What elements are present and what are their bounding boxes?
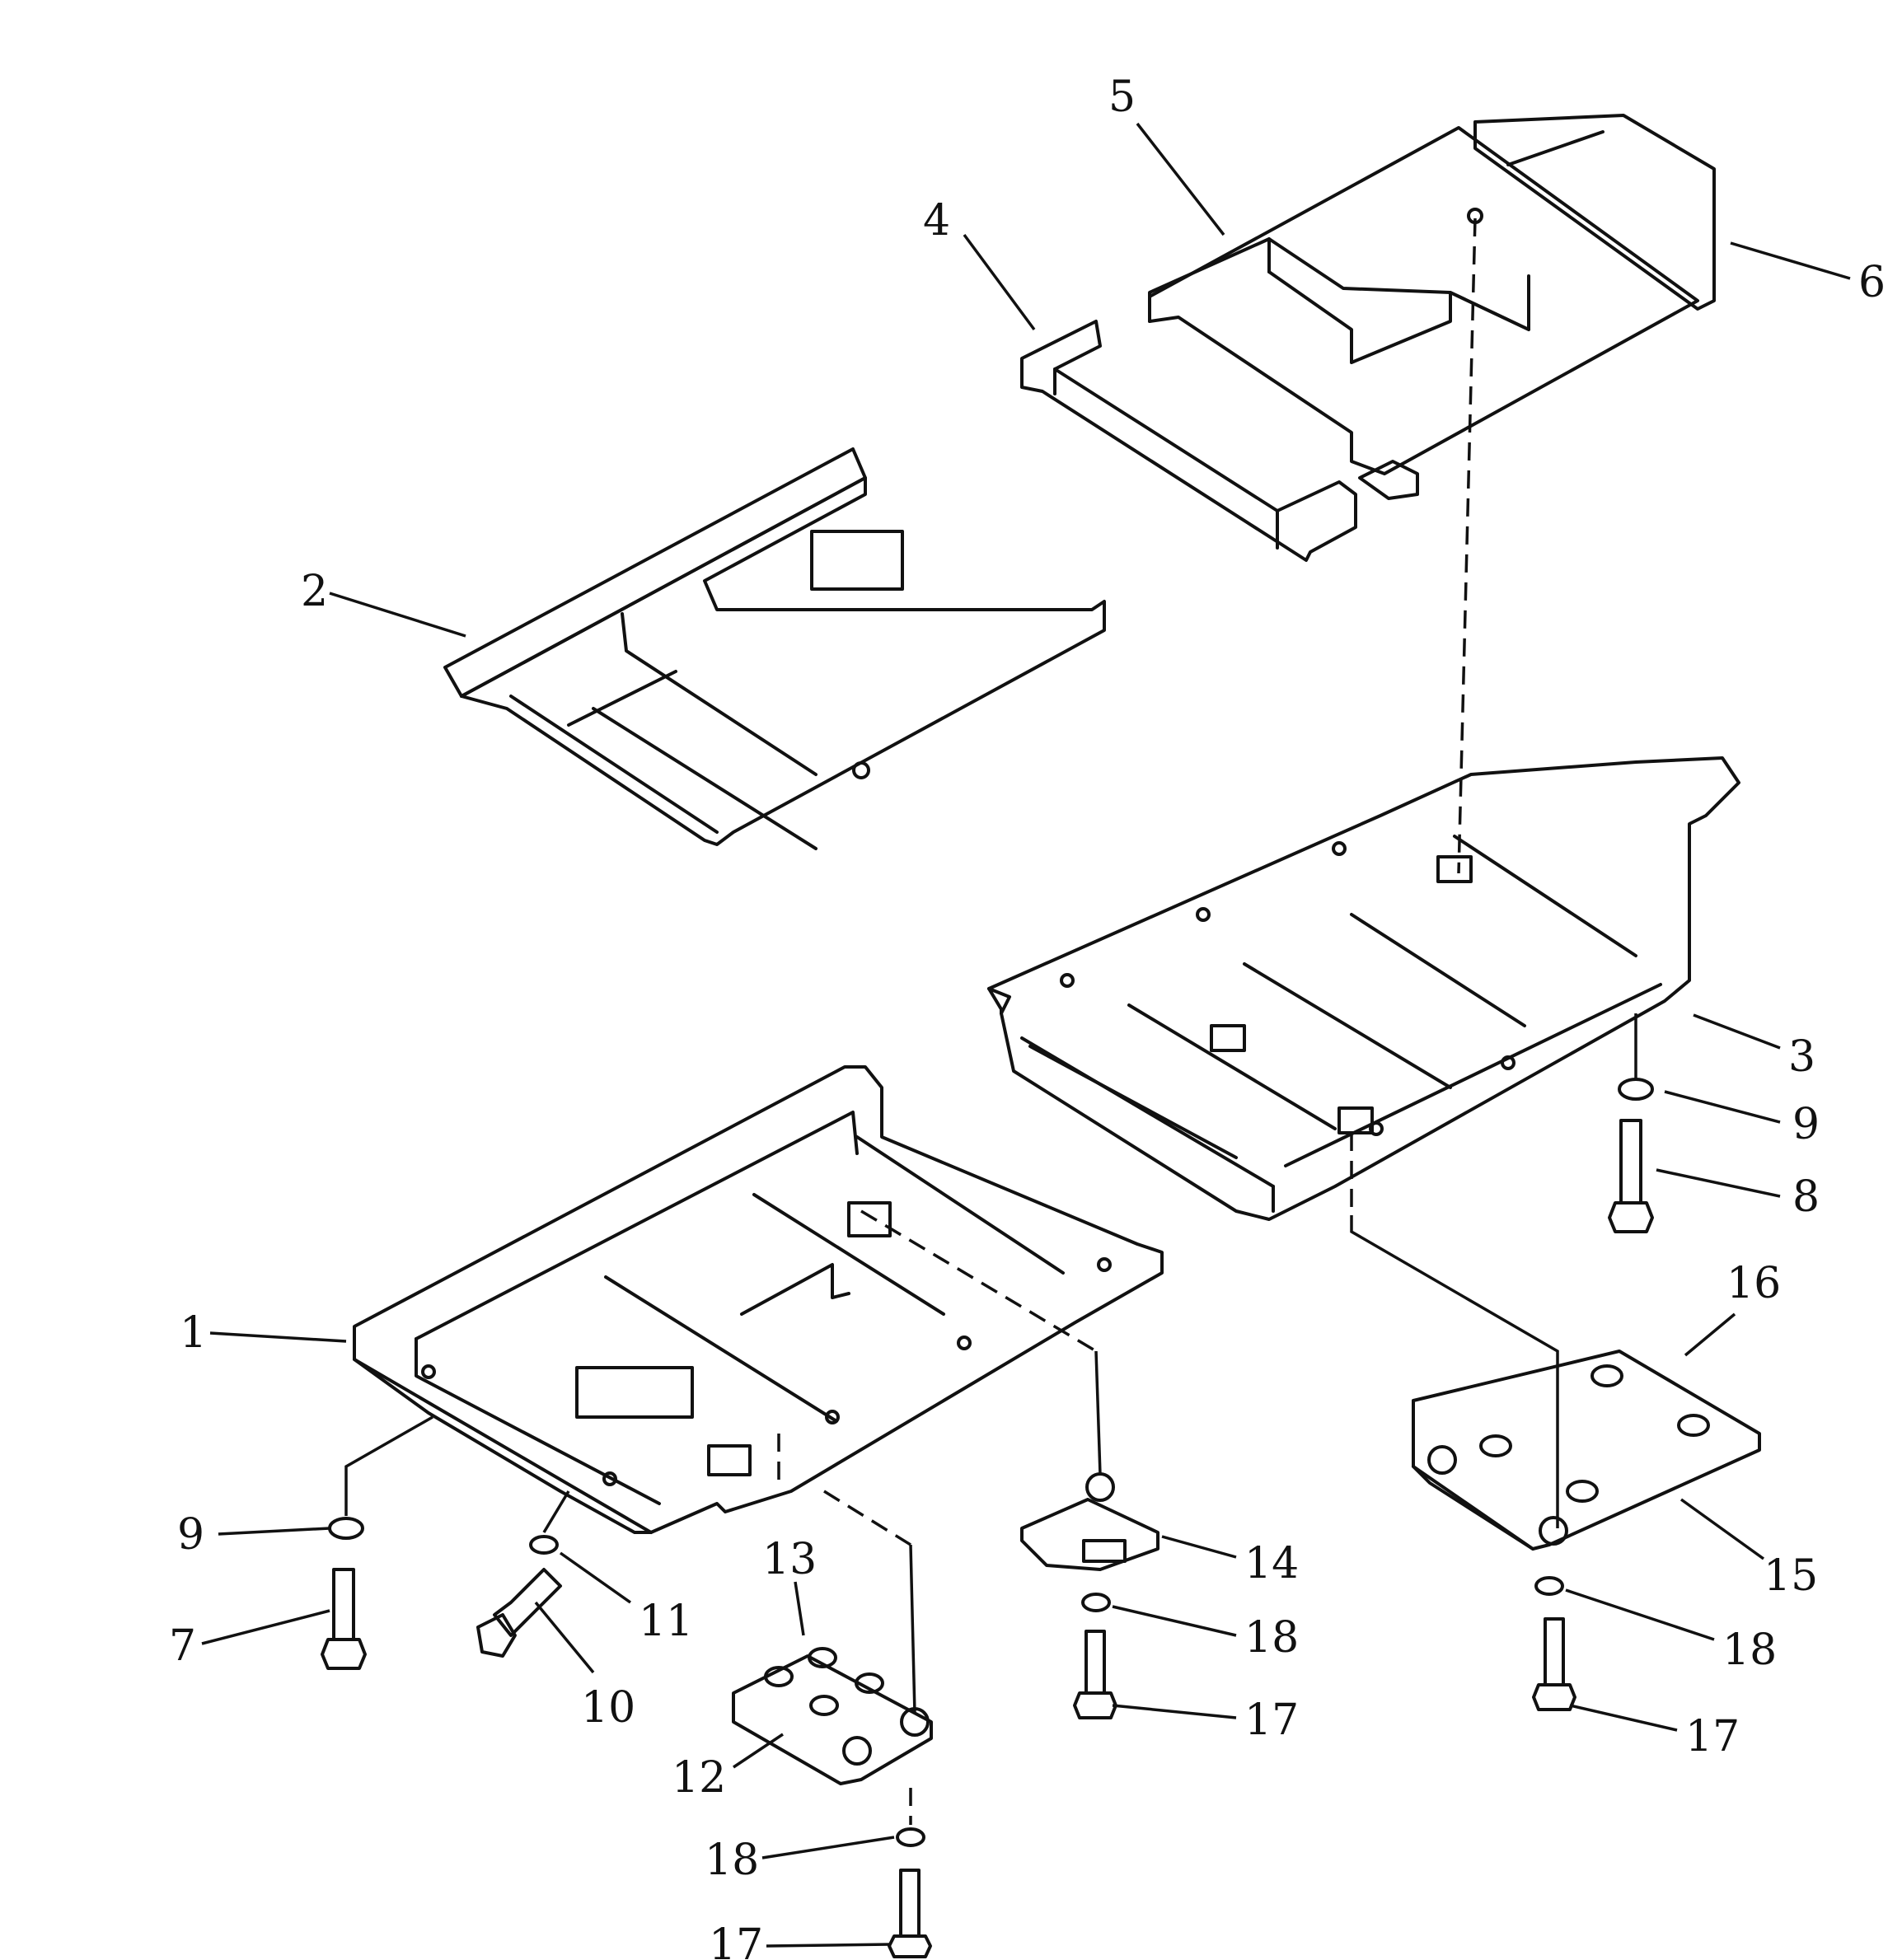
callout-12: 12 bbox=[672, 1753, 726, 1803]
part-cover-12-13 bbox=[732, 1647, 933, 1785]
callout-2: 2 bbox=[301, 567, 328, 616]
callout-7: 7 bbox=[169, 1621, 196, 1671]
callout-18-bottom: 18 bbox=[705, 1836, 759, 1885]
callout-labels: 1 2 3 4 5 6 7 8 9 9 10 11 12 13 14 15 16… bbox=[169, 73, 1886, 1960]
callout-1: 1 bbox=[180, 1308, 207, 1358]
part-cover-16-15 bbox=[1412, 1350, 1761, 1551]
callout-18-right: 18 bbox=[1722, 1626, 1777, 1675]
callout-9-left: 9 bbox=[177, 1510, 204, 1560]
assembly-dashed-lines bbox=[777, 218, 1477, 1825]
part-top-cover bbox=[1020, 114, 1716, 562]
callout-5: 5 bbox=[1108, 73, 1136, 122]
callout-9-right: 9 bbox=[1792, 1100, 1820, 1149]
callout-17-bottom: 17 bbox=[709, 1920, 763, 1960]
callout-16: 16 bbox=[1726, 1259, 1781, 1308]
callout-15: 15 bbox=[1764, 1551, 1818, 1601]
callout-3: 3 bbox=[1788, 1032, 1815, 1082]
callout-11: 11 bbox=[639, 1597, 693, 1646]
part-tray-3 bbox=[987, 756, 1740, 1221]
callout-10: 10 bbox=[581, 1683, 635, 1733]
callout-17-right: 17 bbox=[1685, 1712, 1740, 1761]
callout-leaders bbox=[201, 122, 1851, 1948]
bolt-icons bbox=[321, 1119, 1654, 1958]
part-pad-14 bbox=[1020, 1472, 1159, 1571]
callout-14: 14 bbox=[1244, 1539, 1299, 1588]
callout-4: 4 bbox=[923, 196, 950, 246]
callout-6: 6 bbox=[1858, 258, 1886, 307]
part-plate-2 bbox=[443, 447, 1106, 850]
callout-17-middle: 17 bbox=[1244, 1696, 1299, 1745]
callout-8: 8 bbox=[1792, 1172, 1820, 1222]
callout-13: 13 bbox=[762, 1535, 817, 1584]
callout-18-middle: 18 bbox=[1244, 1613, 1299, 1663]
assembly-link-lines bbox=[344, 1013, 1637, 1714]
part-base-frame-1 bbox=[353, 1065, 1164, 1534]
